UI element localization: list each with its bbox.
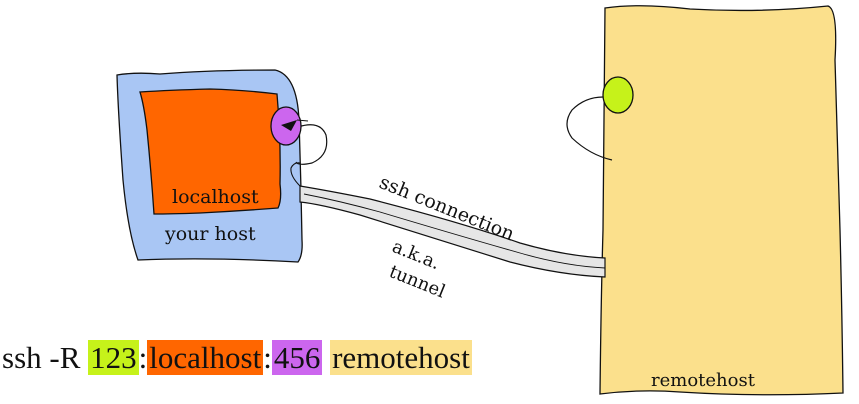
- separator: :: [138, 340, 148, 375]
- local-port-highlight: 456: [271, 340, 323, 375]
- remotehost-box: [599, 5, 844, 396]
- local-port-loop: [295, 124, 328, 165]
- spacer: [322, 340, 330, 375]
- arrow-shaft: [296, 119, 309, 122]
- remotehost-highlight: remotehost: [330, 340, 472, 375]
- remote-port-blob: [602, 76, 634, 114]
- remote-port-highlight: 123: [88, 340, 139, 375]
- tunnel-inner-line: [303, 193, 606, 269]
- command-prefix: ssh -R: [2, 340, 89, 375]
- localhost-label: localhost: [172, 186, 259, 208]
- remotehost-label: remotehost: [651, 370, 756, 391]
- tunnel-tube: [299, 185, 606, 278]
- remote-port-loop: [566, 96, 613, 161]
- your-host-label: your host: [164, 223, 256, 245]
- tunnel-label: tunnel: [386, 261, 448, 302]
- localhost-box: [139, 88, 282, 215]
- separator: :: [263, 340, 272, 375]
- arrow-icon: [281, 120, 297, 131]
- ssh-command-line: ssh -R 123:localhost:456 remotehost: [2, 336, 472, 380]
- localhost-highlight: localhost: [147, 340, 264, 375]
